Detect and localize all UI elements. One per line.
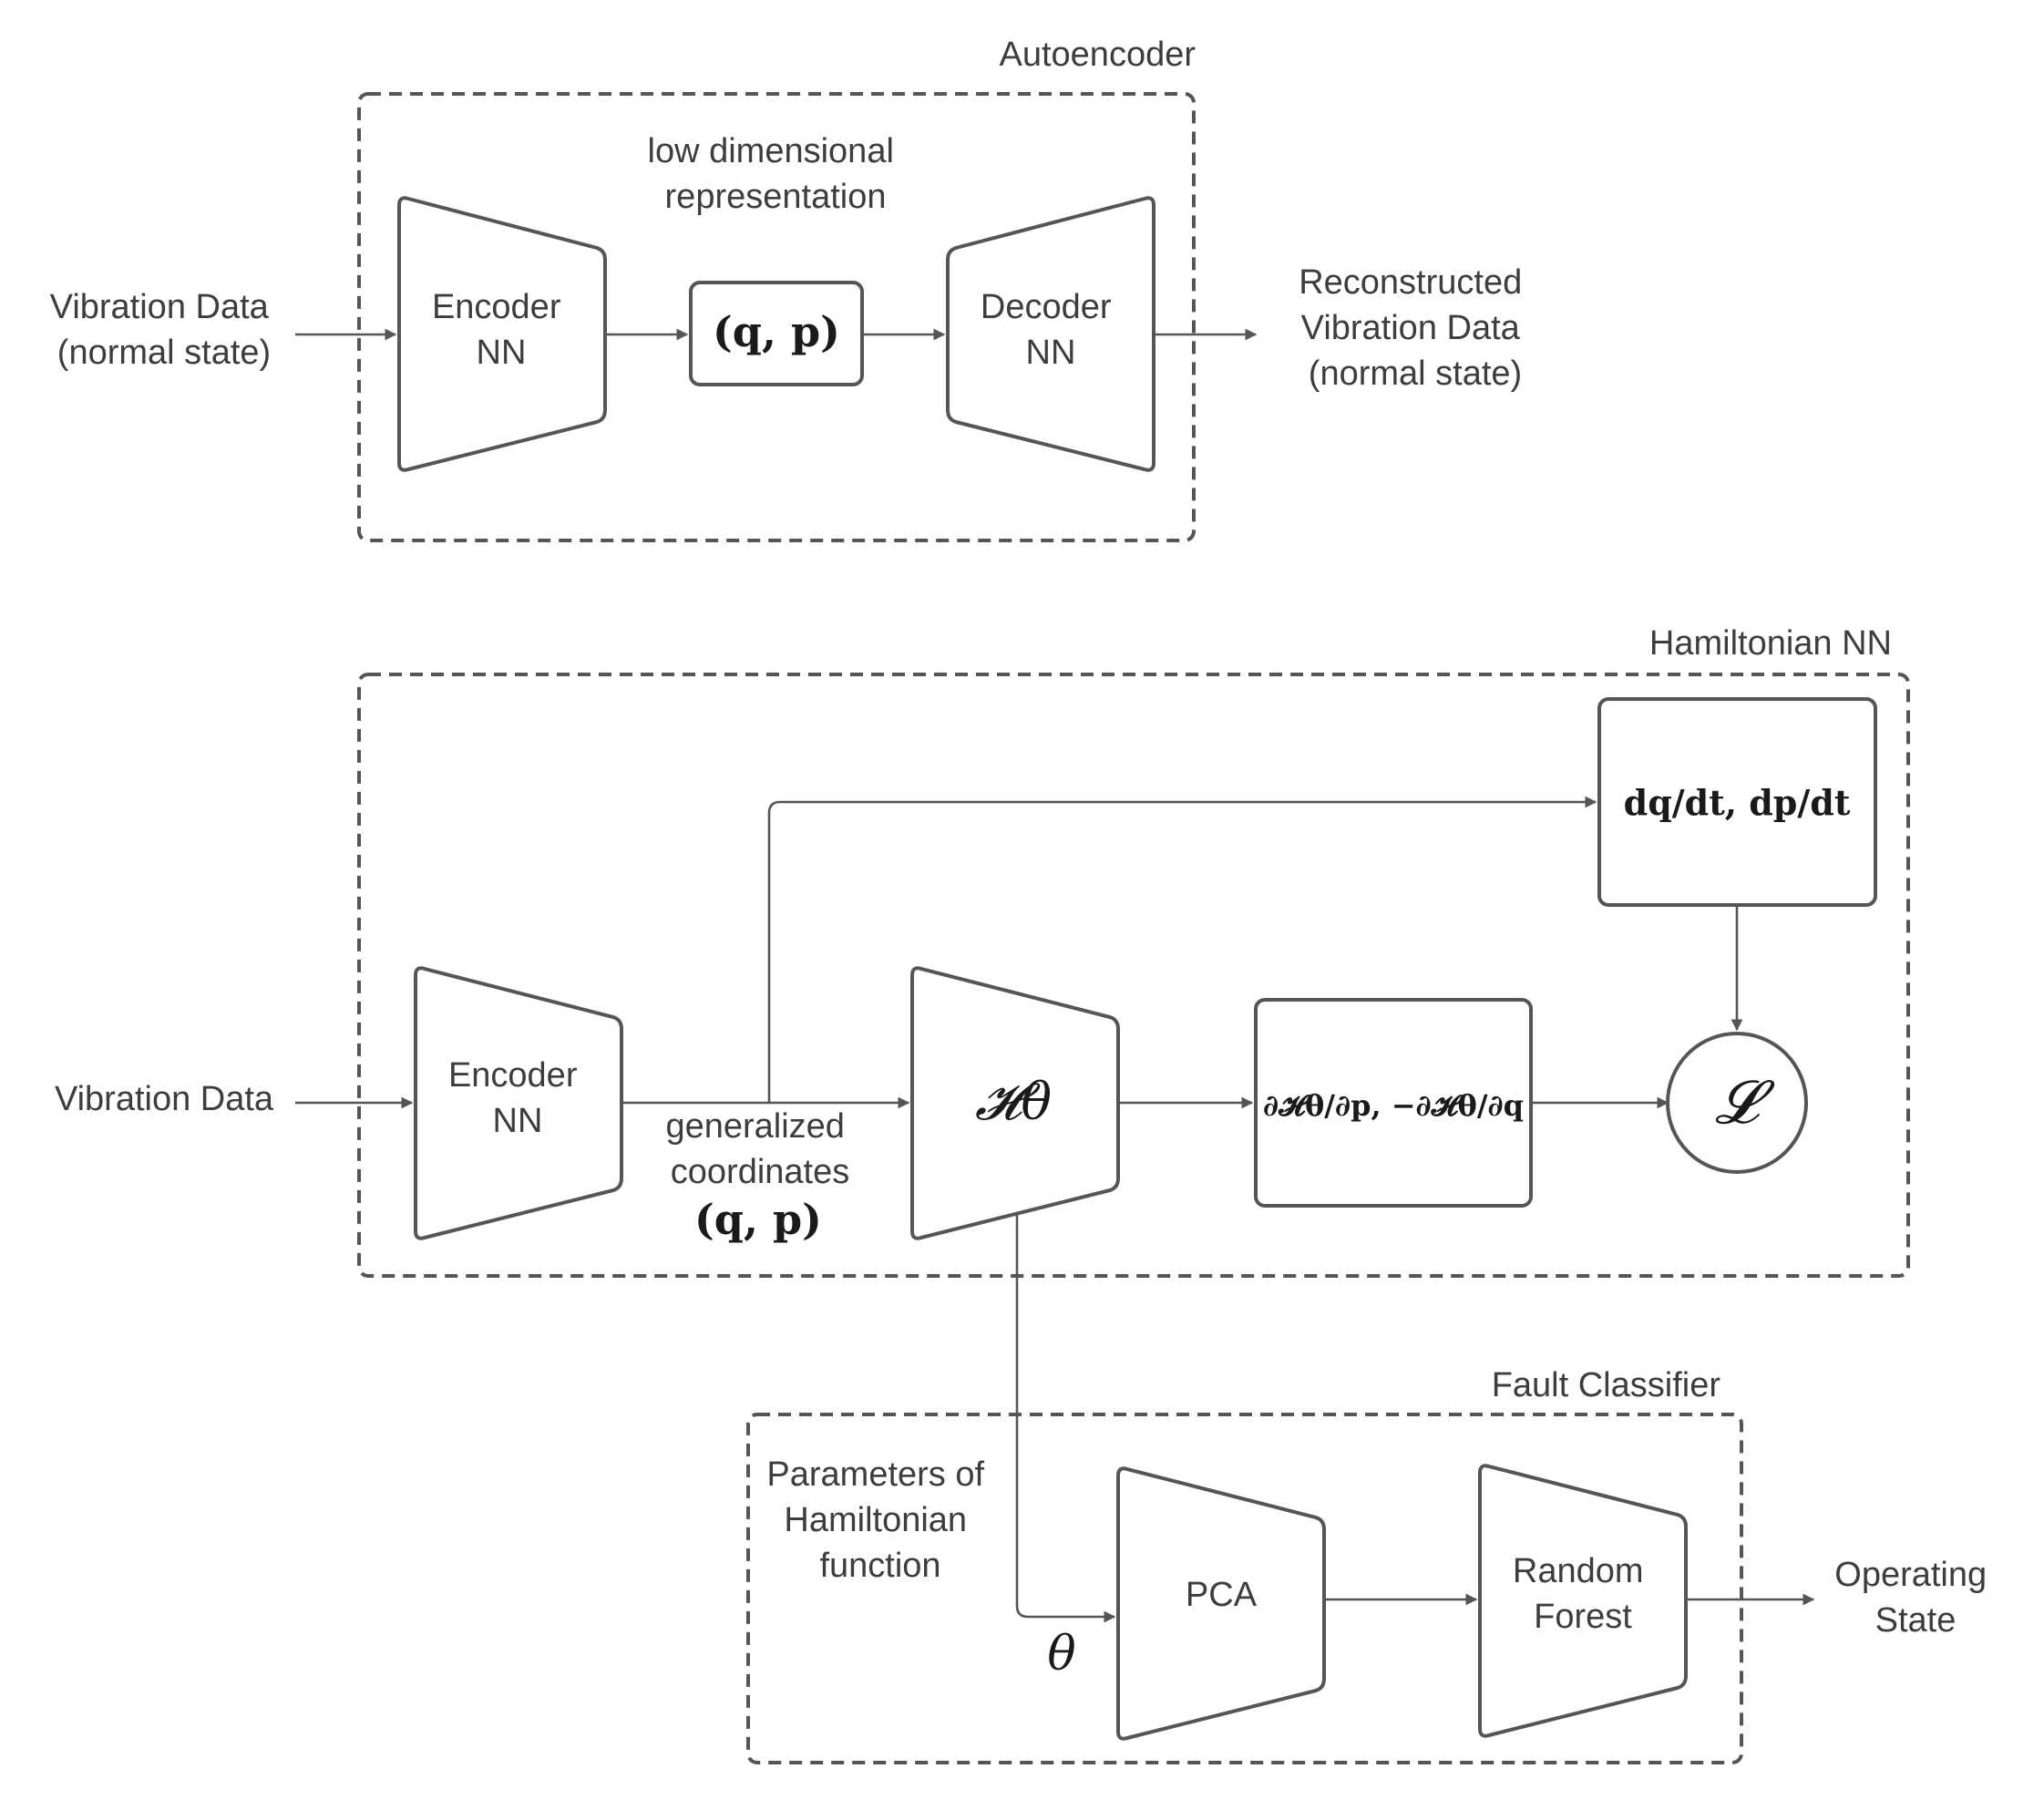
ae-encoder-label: Encoder NN — [432, 288, 570, 372]
hnn-encoder-trapezoid — [414, 966, 623, 1240]
theta-to-pca-arrow — [1015, 1214, 1116, 1623]
pca-label: PCA — [1186, 1576, 1258, 1614]
h-theta-label: 𝓗θ — [975, 1073, 1052, 1132]
partials-label: ∂𝓗θ/∂p, −∂𝓗θ/∂q — [1263, 1088, 1524, 1123]
hamiltonian-group-label: Hamiltonian NN — [1649, 624, 1892, 663]
ae-decoder-trapezoid — [946, 196, 1156, 472]
h-theta-trapezoid — [910, 966, 1120, 1240]
params-caption: Parameters of Hamiltonian function — [766, 1455, 993, 1585]
time-derivatives-label: dq/dt, dp/dt — [1624, 782, 1851, 823]
ae-encoder-trapezoid — [397, 196, 607, 472]
hnn-input-label: Vibration Data — [55, 1080, 274, 1118]
random-forest-label: Random Forest — [1513, 1552, 1653, 1636]
pca-trapezoid — [1116, 1466, 1326, 1741]
autoencoder-group — [357, 92, 1196, 542]
hnn-coords-label: (q, p) — [694, 1195, 822, 1244]
operating-state-label: Operating State — [1834, 1556, 1996, 1640]
ae-input-label: Vibration Data (normal state) — [50, 288, 279, 372]
ae-decoder-label: Decoder NN — [981, 288, 1121, 372]
theta-label: θ — [1047, 1627, 1075, 1681]
ae-latent-label: (q, p) — [713, 307, 840, 356]
ae-output-label: Reconstructed Vibration Data (normal sta… — [1299, 263, 1532, 393]
autoencoder-group-label: Autoencoder — [1000, 36, 1197, 74]
hamiltonian-group — [357, 673, 1910, 1278]
loss-circle — [1666, 1032, 1808, 1174]
hnn-coords-to-timederiv-arrow — [767, 796, 1597, 1103]
hnn-encoder-label: Encoder NN — [448, 1056, 587, 1140]
random-forest-trapezoid — [1478, 1464, 1688, 1738]
classifier-group — [746, 1413, 1743, 1764]
hnn-coords-caption: generalized coordinates — [665, 1107, 854, 1191]
classifier-group-label: Fault Classifier — [1492, 1366, 1721, 1404]
ae-latent-caption: low dimensional representation — [648, 132, 904, 216]
